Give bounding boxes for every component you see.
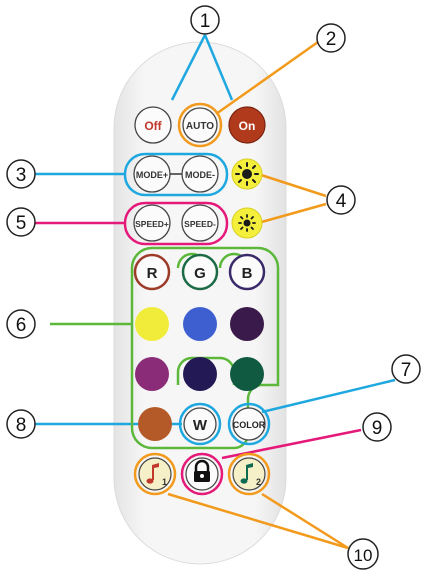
- magenta-swatch-button[interactable]: [135, 357, 169, 391]
- sun-small-icon: [239, 215, 255, 231]
- callout-4-number: 4: [336, 191, 347, 212]
- color-button-label: COLOR: [233, 420, 266, 430]
- auto-button[interactable]: AUTO: [179, 104, 221, 146]
- speed-minus-button[interactable]: SPEED-: [182, 205, 218, 241]
- music-1-button[interactable]: 1: [135, 454, 175, 494]
- callout-8-number: 8: [16, 415, 27, 436]
- yellow-swatch-button[interactable]: [135, 307, 169, 341]
- g-button[interactable]: G: [183, 255, 217, 289]
- callout-9-number: 9: [372, 418, 383, 439]
- orange-swatch-button[interactable]: [138, 407, 172, 441]
- brightness-down-button[interactable]: [232, 208, 262, 238]
- color-button[interactable]: COLOR: [229, 404, 269, 444]
- b-button-label: B: [242, 265, 253, 282]
- mode-minus-button[interactable]: MODE-: [182, 156, 218, 192]
- callout-6: 6: [7, 310, 132, 338]
- mode-plus-button[interactable]: MODE+: [134, 156, 170, 192]
- indigo-swatch-button[interactable]: [183, 357, 217, 391]
- speed-plus-button[interactable]: SPEED+: [134, 205, 170, 241]
- r-button-label: R: [147, 265, 158, 282]
- speed-plus-label: SPEED+: [135, 219, 169, 229]
- off-button[interactable]: Off: [135, 107, 171, 143]
- on-button[interactable]: On: [229, 107, 265, 143]
- callout-1-number: 1: [200, 11, 211, 32]
- callout-2-number: 2: [326, 29, 337, 50]
- sun-large-icon: [236, 163, 258, 185]
- lock-button[interactable]: [182, 454, 222, 494]
- off-button-label: Off: [144, 119, 162, 133]
- callout-3: 3: [7, 160, 124, 188]
- auto-button-label: AUTO: [186, 121, 214, 132]
- music-1-subscript: 1: [162, 477, 167, 487]
- brightness-up-button[interactable]: [232, 159, 262, 189]
- mode-plus-label: MODE+: [136, 170, 168, 180]
- callout-5: 5: [7, 208, 124, 236]
- w-button-label: W: [193, 417, 208, 434]
- b-button[interactable]: B: [230, 255, 264, 289]
- callout-6-number: 6: [16, 315, 27, 336]
- dark-purple-swatch-button[interactable]: [230, 307, 264, 341]
- teal-swatch-button[interactable]: [230, 357, 264, 391]
- callout-10-number: 10: [354, 546, 373, 565]
- callout-3-number: 3: [16, 165, 27, 186]
- music-2-subscript: 2: [256, 477, 261, 487]
- blue-swatch-button[interactable]: [183, 307, 217, 341]
- callout-5-number: 5: [16, 213, 27, 234]
- on-button-label: On: [239, 119, 256, 133]
- callout-7-number: 7: [401, 360, 412, 381]
- w-button[interactable]: W: [180, 404, 220, 444]
- music-2-button[interactable]: 2: [229, 454, 269, 494]
- speed-minus-label: SPEED-: [184, 219, 216, 229]
- mode-minus-label: MODE-: [185, 170, 215, 180]
- g-button-label: G: [194, 265, 206, 282]
- r-button[interactable]: R: [135, 255, 169, 289]
